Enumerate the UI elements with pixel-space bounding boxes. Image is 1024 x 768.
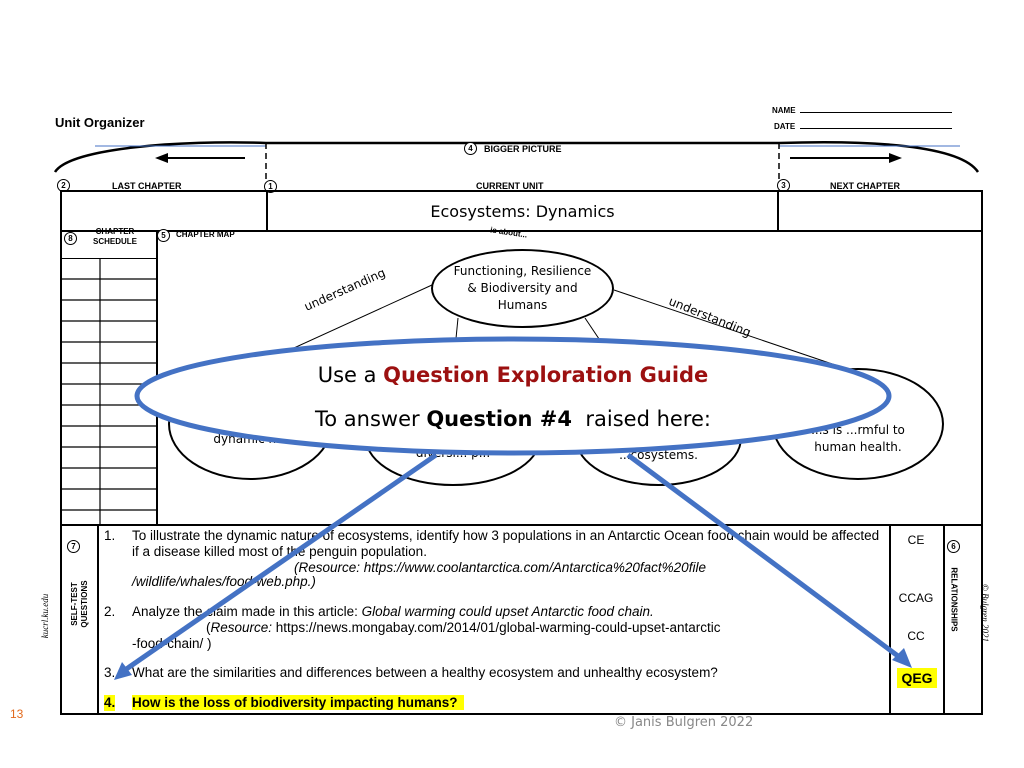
name-line[interactable] (800, 112, 952, 113)
question-1-resource-label: Resource: (298, 560, 361, 575)
question-1-text: To illustrate the dynamic nature of ecos… (132, 528, 880, 559)
last-chapter-label: LAST CHAPTER (112, 181, 182, 191)
question-2-resource-url[interactable]: https://news.mongabay.com/2014/01/global… (275, 620, 721, 635)
question-2-resource-label: Resource: (210, 620, 273, 635)
relationship-ce: CE (907, 533, 925, 547)
copyright: © Janis Bulgren 2022 (614, 715, 754, 730)
self-test-number: 7 (67, 540, 80, 553)
map-center-text: Functioning, Resilience & Biodiversity a… (453, 264, 592, 312)
bigger-picture-number: 4 (464, 142, 477, 155)
current-unit-box[interactable]: Ecosystems: Dynamics (266, 190, 779, 232)
name-label: NAME (772, 106, 796, 115)
question-3-text: What are the similarities and difference… (132, 665, 718, 680)
callout-highlight: Question Exploration Guide (383, 363, 709, 387)
slide-number: 13 (10, 707, 24, 721)
bigger-picture-label: BIGGER PICTURE (484, 144, 562, 154)
schedule-grid[interactable] (60, 258, 157, 525)
callout-question-ref: Question #4 (426, 407, 573, 431)
relationships-divider (889, 524, 891, 714)
questions-divider (97, 524, 99, 714)
date-line[interactable] (800, 128, 952, 129)
date-label: DATE (774, 122, 796, 131)
question-4-text: How is the loss of biodiversity impactin… (132, 695, 464, 710)
current-unit-number: 1 (264, 180, 277, 193)
chapter-map-label: CHAPTER MAP (176, 230, 235, 239)
callout-line-2: To answer Question #4 raised here: (315, 407, 711, 431)
question-2-article: Global warming could upset Antarctic foo… (361, 604, 654, 619)
row-divider-bottom (60, 524, 983, 526)
question-2-resource-cont[interactable]: -food-chain/ ) (132, 636, 212, 651)
question-2-text: Analyze the claim made in this article: (132, 604, 362, 619)
relationship-qeg[interactable]: QEG (897, 668, 937, 688)
callout-line-1: Use a Question Exploration Guide (317, 363, 709, 387)
relationship-cc: CC (907, 629, 925, 643)
next-chapter-label: NEXT CHAPTER (830, 181, 901, 191)
last-chapter-number: 2 (57, 179, 70, 192)
schedule-label: CHAPTER SCHEDULE (92, 227, 137, 246)
relationship-ccag: CCAG (898, 591, 934, 605)
page-title: Unit Organizer (55, 115, 145, 130)
question-1-resource-url[interactable]: https://www.coolantarctica.com/Antarctic… (363, 560, 706, 575)
relationships-number: 6 (947, 540, 960, 553)
relationships-inner-divider (943, 524, 945, 714)
map-center-node[interactable]: Functioning, Resilience & Biodiversity a… (431, 249, 614, 328)
current-unit-label: CURRENT UNIT (476, 181, 544, 191)
chapter-map-number: 5 (157, 229, 170, 242)
schedule-number: 8 (64, 232, 77, 245)
